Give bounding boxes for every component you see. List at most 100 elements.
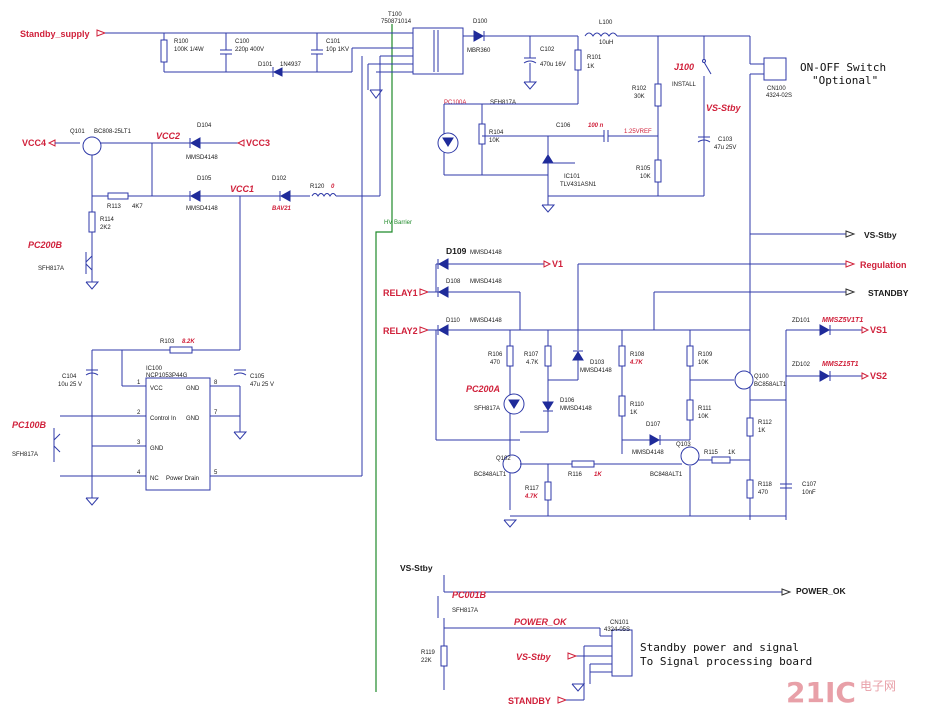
power-ok-arrow (781, 588, 792, 596)
r101-ref: R101 (587, 55, 602, 61)
q101-ref: Q101 (70, 129, 85, 135)
d107-part: MMSD4148 (632, 450, 664, 456)
r109-ref: R109 (698, 352, 713, 358)
r117-part: 4.7K (524, 494, 538, 500)
switch-note-1: ON-OFF Switch (800, 61, 886, 74)
pc100b-ref: PC100B (12, 420, 47, 430)
r104-ref: R104 (489, 130, 504, 136)
vs-stby-net: VS-Stby (864, 230, 897, 240)
r102-ref: R102 (632, 86, 647, 92)
r107-resistor (544, 345, 552, 367)
r113-resistor (107, 192, 129, 200)
c107-part: 10nF (802, 490, 816, 496)
r100-ref: R100 (174, 39, 189, 45)
ic100-ref: IC100 (146, 366, 163, 372)
r116-ref: R116 (568, 472, 583, 478)
v1-net: V1 (552, 259, 563, 269)
cn101-ref: CN101 (610, 620, 629, 626)
j100-part: INSTALL (672, 82, 697, 88)
vcc1-net: VCC1 (230, 184, 254, 194)
r114-part: 2K2 (100, 225, 111, 231)
c105-part: 47u 25 V (250, 382, 274, 388)
d109-diode (437, 258, 449, 270)
q100-part: BC858ALT1 (754, 382, 787, 388)
c106-ref: C106 (556, 123, 571, 129)
vcc4-net: VCC4 (22, 138, 46, 148)
d102-ref: D102 (272, 176, 287, 182)
d103-diode (572, 351, 584, 361)
q102-ref: Q102 (496, 456, 511, 462)
cn101-connector[interactable] (611, 629, 633, 677)
hv-barrier-line (375, 24, 393, 692)
j100-switch[interactable] (703, 61, 712, 75)
vs-stby-arrow (845, 230, 856, 238)
r120-ref: R120 (310, 184, 325, 190)
r112-part: 1K (758, 428, 765, 434)
ic100-pin-gnd1: GND (186, 386, 200, 392)
gnd-primary-top (369, 89, 383, 99)
d104-ref: D104 (197, 123, 212, 129)
pc100a-ref: PC100A (444, 100, 466, 106)
zd102-ref: ZD102 (792, 362, 811, 368)
r116-part: 1K (594, 472, 602, 478)
r107-ref: R107 (524, 352, 539, 358)
ic100-pin-gnd2: GND (186, 416, 200, 422)
r106-part: 470 (490, 360, 501, 366)
d100-part: MBR360 (467, 48, 491, 54)
d100-ref: D100 (473, 19, 488, 25)
gnd-ic100 (233, 431, 248, 440)
vs-stby-mid-net: VS-Stby (706, 103, 742, 113)
q101-part: BC808-25LT1 (94, 129, 132, 135)
ic100-pin-nc: NC (150, 476, 159, 482)
q103-transistor (680, 446, 700, 466)
c101-part: 10p 1KV (326, 47, 349, 53)
c102-part: 470u 16V (540, 62, 566, 68)
pc001b-ref: PC001B (452, 590, 487, 600)
d106-diode (542, 401, 554, 411)
r101-part: 1K (587, 64, 594, 70)
power-ok-right-net: POWER_OK (796, 586, 846, 596)
r115-part: 1K (728, 450, 735, 456)
r108-part: 4.7K (629, 360, 643, 366)
r108-resistor (618, 345, 626, 367)
d100-diode (473, 30, 485, 42)
vs-stby-left-net: VS-Stby (400, 563, 433, 573)
zd101-zener (819, 324, 831, 336)
vcc3-arrow (236, 139, 245, 147)
zd102-zener (819, 370, 831, 382)
r119-part: 22K (421, 658, 432, 664)
cn101-part: 4324-05S (604, 627, 630, 633)
c103-ref: C103 (718, 137, 733, 143)
d103-part: MMSD4148 (580, 368, 612, 374)
vs-stby-bottom-arrow (567, 652, 578, 660)
c107-ref: C107 (802, 482, 817, 488)
d101-diode (272, 67, 283, 77)
r114-resistor (88, 211, 96, 233)
r117-resistor (544, 481, 552, 501)
r110-ref: R110 (630, 402, 645, 408)
regulation-net: Regulation (860, 260, 907, 270)
cn100-ref: CN100 (767, 86, 786, 92)
board-note-2: To Signal processing board (640, 655, 812, 668)
cn100-connector[interactable] (763, 57, 787, 81)
r108-ref: R108 (630, 352, 645, 358)
standby-bottom-net: STANDBY (508, 696, 551, 706)
gnd-cn101 (571, 683, 586, 692)
d105-part: MMSD4148 (186, 206, 218, 212)
d110-ref: D110 (446, 318, 461, 324)
r117-ref: R117 (525, 486, 540, 492)
r120-part: 0 (331, 184, 335, 190)
r118-part: 470 (758, 490, 769, 496)
pc200b-ref: PC200B (28, 240, 63, 250)
r119-ref: R119 (421, 650, 436, 656)
standby-supply-net: Standby_supply (20, 29, 90, 39)
r100-resistor (160, 39, 168, 63)
svg-text:1: 1 (137, 380, 141, 386)
d106-ref: D106 (560, 398, 575, 404)
r114-ref: R114 (100, 217, 115, 223)
board-note-1: Standby power and signal (640, 641, 799, 654)
relay2-net: RELAY2 (383, 326, 418, 336)
d106-part: MMSD4148 (560, 406, 592, 412)
ic100-pin-vcc: VCC (150, 386, 163, 392)
